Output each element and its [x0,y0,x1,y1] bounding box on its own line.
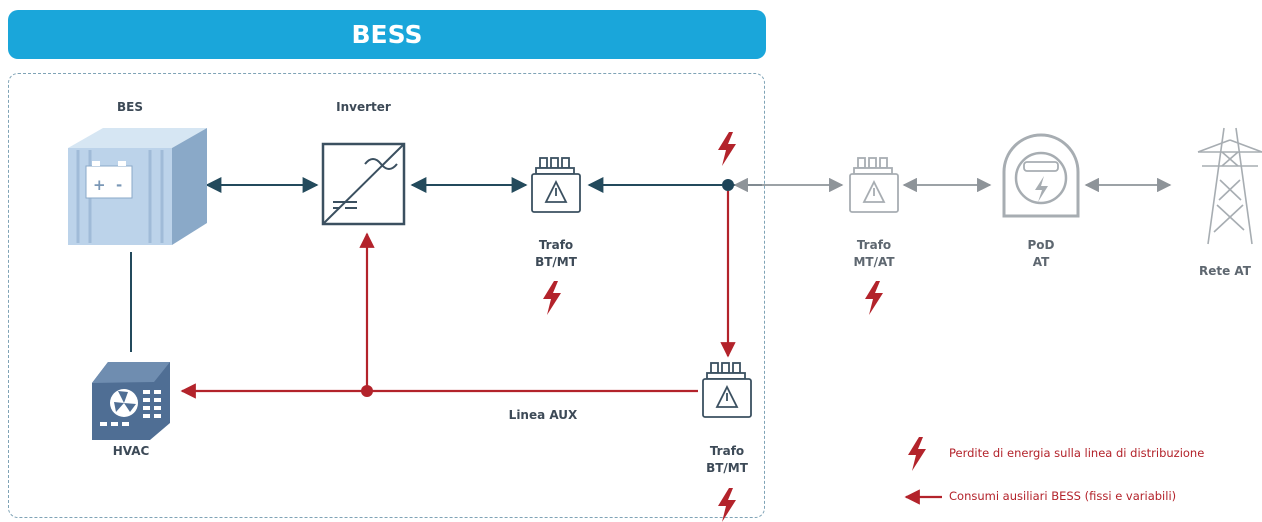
pylon-icon [1197,127,1262,245]
lightning-icon [865,281,883,315]
lightning-icon [718,132,736,166]
pod-at-label: PoD AT [1027,238,1055,269]
svg-text:+: + [93,176,106,194]
bess-boundary [8,73,765,518]
hvac-label: HVAC [112,444,150,458]
lightning-icon [718,488,736,522]
transformer-bt-mt-icon [531,157,581,213]
legend-losses-text: Perdite di energia sulla linea di distri… [949,446,1205,460]
transformer-mt-at-icon [849,157,899,213]
svg-text:-: - [116,176,122,194]
bes-label: BES [117,100,143,114]
legend-lightning-icon [908,437,926,471]
inverter-label: Inverter [336,100,391,114]
main-power-line [130,177,762,352]
inverter-icon [321,142,406,226]
trafo-mt-at-label: Trafo MT/AT [853,238,895,269]
aux-line [180,191,736,399]
hvac-icon [92,362,170,440]
transformer-aux-icon [702,362,752,418]
bess-banner: BESS [8,10,766,59]
meter-icon [1002,133,1080,218]
battery-icon: + - [68,128,207,245]
lightning-icon [543,281,561,315]
banner-title: BESS [351,20,423,49]
trafo-aux-label: Trafo BT/MT [706,444,748,475]
legend-aux-text: Consumi ausiliari BESS (fissi e variabil… [949,489,1177,503]
rete-at-label: Rete AT [1199,264,1251,278]
trafo-bt-mt-label: Trafo BT/MT [535,238,577,269]
linea-aux-label: Linea AUX [508,408,578,422]
